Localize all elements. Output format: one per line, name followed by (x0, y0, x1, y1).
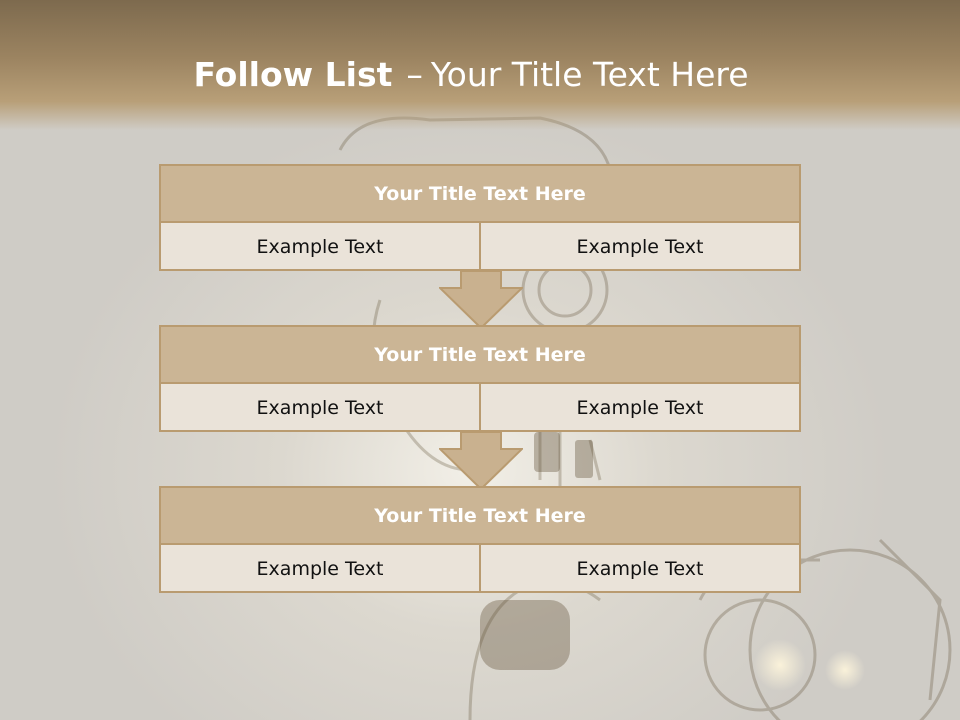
block-row: Example Text Example Text (161, 223, 799, 271)
block-cell-left: Example Text (256, 558, 384, 580)
block-cell-left: Example Text (256, 236, 384, 258)
slide-title-dash: – (406, 55, 423, 94)
title-bar (0, 0, 960, 130)
slide-title-rest: Your Title Text Here (430, 55, 749, 94)
down-arrow-icon (439, 271, 523, 329)
block-heading: Your Title Text Here (161, 166, 799, 223)
slide-title: Follow List–Your Title Text Here (0, 52, 942, 98)
list-block-2: Your Title Text Here Example Text Exampl… (159, 325, 801, 432)
block-heading: Your Title Text Here (161, 488, 799, 545)
list-block-3: Your Title Text Here Example Text Exampl… (159, 486, 801, 593)
block-cell-left: Example Text (256, 397, 384, 419)
block-row: Example Text Example Text (161, 384, 799, 432)
block-cell-right: Example Text (479, 223, 799, 271)
block-cell-right: Example Text (479, 545, 799, 593)
block-row: Example Text Example Text (161, 545, 799, 593)
list-block-1: Your Title Text Here Example Text Exampl… (159, 164, 801, 271)
block-cell-right: Example Text (479, 384, 799, 432)
block-heading: Your Title Text Here (161, 327, 799, 384)
slide-title-bold: Follow List (193, 55, 393, 94)
down-arrow-icon (439, 432, 523, 490)
